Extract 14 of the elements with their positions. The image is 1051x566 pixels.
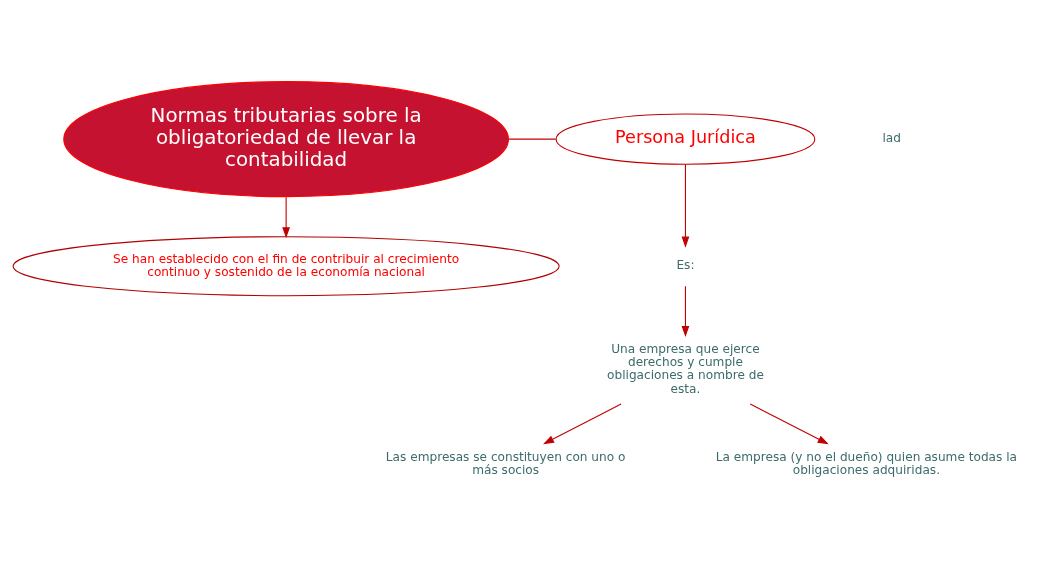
node-text: Las empresas se constituyen con uno o más socios	[385, 449, 626, 477]
node-text: Una empresa que ejerce derechos y cumple obligaciones a nombre de esta.	[607, 341, 764, 396]
arrow	[681, 163, 690, 248]
node-text: La empresa (y no el dueño) quien asume todas la obligaciones adquiridas.	[715, 449, 1018, 477]
node-ellipse: Normas tributarias sobre la obligatoriedad de llevar la contabilidad	[63, 80, 509, 197]
arrow	[681, 285, 690, 337]
node-ellipse: Persona Jurídica	[555, 112, 816, 165]
arrow	[543, 403, 622, 444]
node-ellipse: Se han establecido con el fin de contribuir al crecimiento continuo y sostenido de la economía nacional	[12, 235, 560, 296]
arrow	[282, 196, 290, 238]
arrow	[749, 403, 829, 444]
label: lad	[882, 130, 901, 145]
connector	[508, 138, 557, 140]
node-text: Es:	[676, 257, 695, 272]
